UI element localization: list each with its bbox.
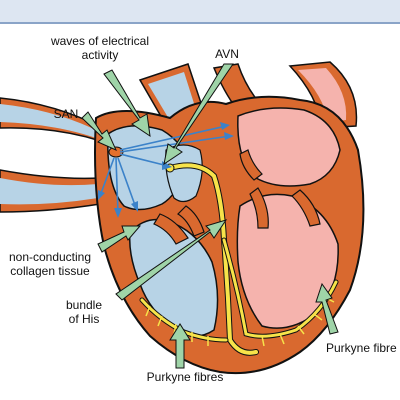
label-avn: AVN: [215, 47, 239, 61]
label-waves-line2: activity: [82, 48, 119, 62]
top-bar: [0, 0, 400, 24]
label-collagen-line1: non-conducting: [9, 250, 91, 264]
labels: waves of electrical activity AVN SAN non…: [9, 34, 397, 384]
pulmonary-vein: [288, 61, 358, 129]
valve-flaps: [153, 149, 321, 245]
label-bundle-line2: of His: [69, 312, 100, 326]
label-arrows: [81, 63, 339, 369]
vena-cava-lower: [0, 169, 101, 213]
right-outflow: [165, 144, 203, 203]
label-waves-line1: waves of electrical: [50, 34, 149, 48]
impulse-arrows: [99, 125, 231, 215]
label-purkyne-bottom: Purkyne fibres: [147, 370, 224, 384]
label-purkyne-right: Purkyne fibre: [326, 341, 397, 355]
label-bundle-line1: bundle: [66, 298, 102, 312]
label-san: SAN: [54, 107, 79, 121]
label-collagen-line2: collagen tissue: [10, 264, 90, 278]
